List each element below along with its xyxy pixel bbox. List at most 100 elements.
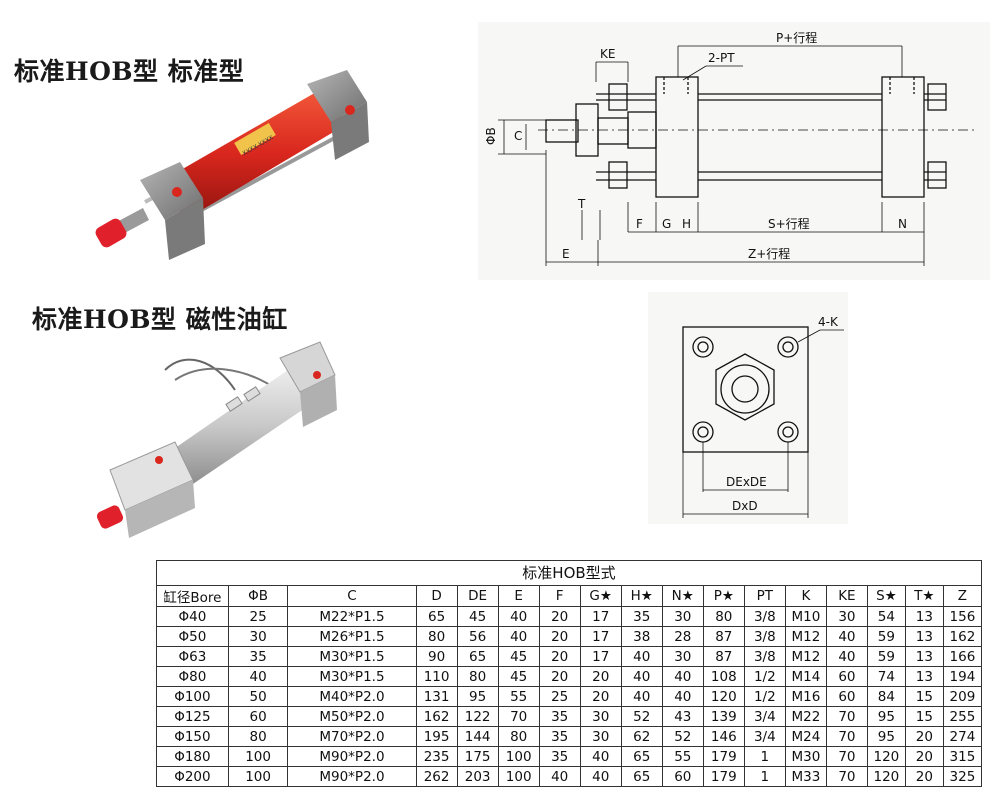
table-cell: 17 [579,626,622,647]
table-cell: 3/8 [743,606,786,627]
table-cell: 13 [904,626,944,647]
table-cell: M12 [784,626,827,647]
table-cell: 179 [702,746,745,767]
table-cell: 40 [620,686,663,707]
table-cell: 59 [866,646,906,667]
table-cell: 45 [456,606,499,627]
dim-pt: 2-PT [708,51,735,65]
table-cell: 70 [825,726,868,747]
table-cell: 62 [620,726,663,747]
spec-header-cell: PT [743,585,786,607]
table-cell: 40 [579,746,622,767]
table-cell: 80 [415,626,458,647]
table-cell: 255 [942,706,983,727]
spec-header-cell: 缸径Bore [156,585,229,607]
table-cell: 65 [456,646,499,667]
dim-ke: KE [600,47,615,61]
table-cell: 195 [415,726,458,747]
table-cell: 209 [942,686,983,707]
table-cell: M12 [784,646,827,667]
table-cell: 55 [497,686,540,707]
table-cell: 156 [942,606,983,627]
table-cell: 45 [497,666,540,687]
table-cell: M50*P2.0 [287,706,417,727]
side-view-drawing: KE P+行程 2-PT ΦB C T F G H S+行程 N E Z+行程 [478,22,990,280]
table-cell: M26*P1.5 [287,626,417,647]
table-cell: 43 [661,706,704,727]
table-cell: 90 [415,646,458,667]
table-cell: 54 [866,606,906,627]
table-cell: 194 [942,666,983,687]
table-cell: 87 [702,646,745,667]
table-cell: M24 [784,726,827,747]
table-cell: 60 [661,766,704,787]
table-cell: 30 [227,626,289,647]
table-cell: Φ40 [156,606,229,627]
table-cell: 40 [825,646,868,667]
spec-header-cell: E [497,585,540,607]
table-cell: 40 [497,626,540,647]
table-cell: 120 [866,766,906,787]
table-cell: 40 [538,766,581,787]
dim-h: H [682,217,691,231]
table-cell: 30 [825,606,868,627]
table-cell: 40 [661,666,704,687]
table-cell: 162 [415,706,458,727]
table-cell: 15 [904,706,944,727]
magnetic-cylinder-photo [96,341,337,538]
table-cell: 162 [942,626,983,647]
dim-d: DxD [732,499,758,513]
dim-f: F [636,217,643,231]
table-cell: 17 [579,646,622,667]
table-cell: 325 [942,766,983,787]
table-cell: M22 [784,706,827,727]
table-cell: 45 [497,646,540,667]
spec-header-cell: KE [825,585,868,607]
table-cell: 108 [702,666,745,687]
table-cell: 95 [456,686,499,707]
table-cell: 35 [620,606,663,627]
table-cell: 20 [538,666,581,687]
table-cell: 100 [227,746,289,767]
spec-header-cell: D [415,585,458,607]
table-cell: 100 [497,746,540,767]
table-cell: M30*P1.5 [287,646,417,667]
spec-header-cell: G★ [579,585,622,607]
dim-n: N [898,217,907,231]
table-cell: Φ125 [156,706,229,727]
table-cell: 30 [579,726,622,747]
table-cell: 20 [538,606,581,627]
spec-header-cell: ΦB [227,585,289,607]
table-cell: 235 [415,746,458,767]
table-cell: M10 [784,606,827,627]
dim-de: DExDE [726,475,767,489]
spec-header-cell: F [538,585,581,607]
table-cell: 13 [904,646,944,667]
table-cell: 139 [702,706,745,727]
table-cell: 40 [497,606,540,627]
spec-header-cell: P★ [702,585,745,607]
table-cell: 1 [743,766,786,787]
dim-k: 4-K [818,315,839,329]
table-cell: 87 [702,626,745,647]
table-cell: 95 [866,726,906,747]
table-cell: 65 [415,606,458,627]
dim-e: E [562,247,570,261]
table-cell: 3/8 [743,646,786,667]
table-cell: 70 [825,746,868,767]
table-cell: 15 [904,686,944,707]
spec-header-cell: H★ [620,585,663,607]
table-cell: 20 [538,646,581,667]
table-cell: 110 [415,666,458,687]
table-cell: 60 [825,686,868,707]
table-cell: 179 [702,766,745,787]
table-cell: 70 [825,766,868,787]
spec-table-title: 标准HOB型式 [156,560,982,585]
table-cell: Φ180 [156,746,229,767]
